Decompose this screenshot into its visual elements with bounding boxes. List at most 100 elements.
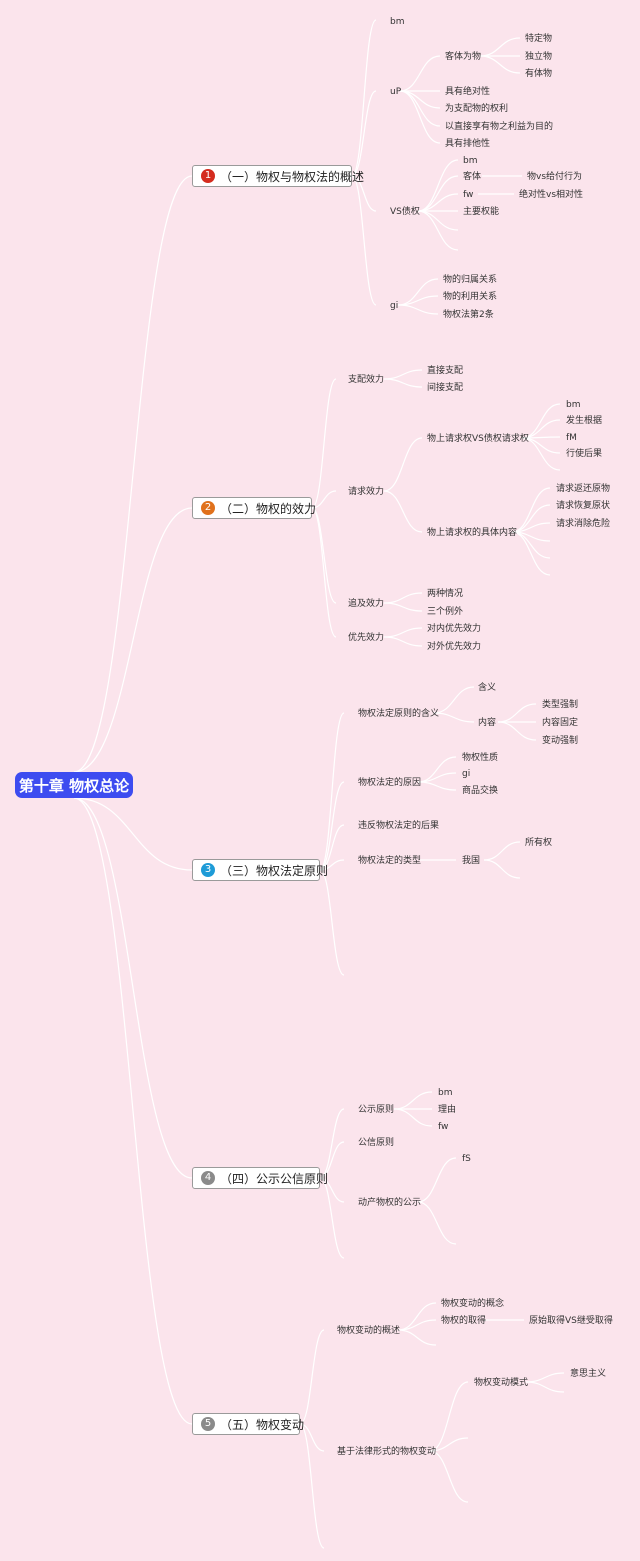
node-s1-vs[interactable]: VS债权 xyxy=(390,207,420,217)
node-s1-vs4[interactable]: 主要权能 xyxy=(463,207,500,217)
node-s5-jy[interactable]: 基于法律形式的物权变动 xyxy=(337,1447,437,1457)
connector-line-17 xyxy=(417,159,459,212)
node-s2-yx2[interactable]: 对外优先效力 xyxy=(427,642,482,652)
node-s2-qa1[interactable]: bm xyxy=(566,400,581,410)
badge-3-icon: 3 xyxy=(201,863,215,877)
node-s2-qa3[interactable]: fM xyxy=(566,433,577,443)
connector-line-44 xyxy=(511,531,551,542)
node-s1-gi[interactable]: gi xyxy=(390,301,399,311)
node-s2-zj[interactable]: 追及效力 xyxy=(348,599,385,609)
section-2-topic[interactable]: 2 （二）物权的效力 xyxy=(192,497,316,519)
node-s4-gs1[interactable]: bm xyxy=(438,1088,453,1098)
node-s1-vs3a[interactable]: 绝对性vs相对性 xyxy=(519,190,584,200)
node-s2-qq[interactable]: 请求效力 xyxy=(348,487,385,497)
node-s2-yx1[interactable]: 对内优先效力 xyxy=(427,624,482,634)
node-s5-gs2a[interactable]: 原始取得VS继受取得 xyxy=(529,1316,613,1326)
badge-5-icon: 5 xyxy=(201,1417,215,1431)
node-s5-jy1[interactable]: 物权变动模式 xyxy=(474,1378,529,1388)
connector-line-5 xyxy=(351,19,377,177)
node-s4-gs3[interactable]: fw xyxy=(438,1122,449,1132)
node-s1-kt3[interactable]: 有体物 xyxy=(525,69,553,79)
section-4-topic[interactable]: 4 （四）公示公信原则 xyxy=(192,1167,328,1189)
node-s4-dc[interactable]: 动产物权的公示 xyxy=(358,1198,422,1208)
node-s1-up2[interactable]: 具有绝对性 xyxy=(445,87,491,97)
section-1-label: （一）物权与物权法的概述 xyxy=(220,169,365,184)
node-s3-hy2a[interactable]: 类型强制 xyxy=(542,700,579,710)
section-5-topic[interactable]: 5 （五）物权变动 xyxy=(192,1413,304,1435)
node-s3-hy1[interactable]: 含义 xyxy=(478,683,497,693)
connector-line-2 xyxy=(73,797,193,871)
node-s2-zp1[interactable]: 直接支配 xyxy=(427,366,464,376)
node-s1-kt[interactable]: 客体为物 xyxy=(445,52,482,62)
connector-line-18 xyxy=(417,175,459,212)
node-s1-up[interactable]: uP xyxy=(390,87,402,97)
section-3-topic[interactable]: 3 （三）物权法定原则 xyxy=(192,859,328,881)
node-s2-qa[interactable]: 物上请求权VS债权请求权 xyxy=(427,434,529,444)
node-s2-qb[interactable]: 物上请求权的具体内容 xyxy=(427,528,518,538)
node-s3-hg[interactable]: 违反物权法定的后果 xyxy=(358,821,440,831)
root-topic[interactable]: 第十章 物权总论 xyxy=(15,772,133,798)
node-s1-kt1[interactable]: 特定物 xyxy=(525,34,553,44)
connector-line-11 xyxy=(399,90,441,109)
node-s3-yy[interactable]: 物权法定的原因 xyxy=(358,778,422,788)
connector-line-21 xyxy=(417,210,459,231)
node-s3-hy[interactable]: 物权法定原则的含义 xyxy=(358,709,440,719)
connector-line-78 xyxy=(299,1423,325,1549)
node-s3-yy1[interactable]: 物权性质 xyxy=(462,753,499,763)
node-s1-vs2[interactable]: 客体 xyxy=(463,172,482,182)
node-s4-dc1[interactable]: fS xyxy=(462,1154,471,1164)
connector-line-79 xyxy=(397,1302,437,1331)
node-s3-yy2[interactable]: gi xyxy=(462,769,471,779)
node-s2-zj1[interactable]: 两种情况 xyxy=(427,589,464,599)
connector-line-71 xyxy=(393,1091,433,1110)
node-s3-hy2c[interactable]: 变动强制 xyxy=(542,736,579,746)
node-s5-gs[interactable]: 物权变动的概述 xyxy=(337,1326,401,1336)
connector-line-3 xyxy=(73,797,193,1179)
node-s1-kt2[interactable]: 独立物 xyxy=(525,52,553,62)
connector-line-45 xyxy=(511,531,551,559)
node-s3-lx[interactable]: 物权法定的类型 xyxy=(358,856,422,866)
node-s3-hy2[interactable]: 内容 xyxy=(478,718,497,728)
node-s3-hy2b[interactable]: 内容固定 xyxy=(542,718,579,728)
node-s2-yx[interactable]: 优先效力 xyxy=(348,633,385,643)
connector-line-51 xyxy=(319,712,345,871)
node-s1-up3[interactable]: 为支配物的权利 xyxy=(445,104,509,114)
section-1-topic[interactable]: 1 （一）物权与物权法的概述 xyxy=(192,165,364,187)
node-s4-gx[interactable]: 公信原则 xyxy=(358,1138,395,1148)
section-2-label: （二）物权的效力 xyxy=(220,501,317,516)
connector-line-70 xyxy=(319,1177,345,1259)
node-s2-qa4[interactable]: 行使后果 xyxy=(566,449,603,459)
node-s5-jy1a[interactable]: 意思主义 xyxy=(570,1369,607,1379)
node-s1-bm[interactable]: bm xyxy=(390,17,405,27)
node-s2-qb1[interactable]: 请求返还原物 xyxy=(556,484,611,494)
node-s1-up4[interactable]: 以直接享有物之利益为目的 xyxy=(445,122,554,132)
connector-line-27 xyxy=(397,304,439,315)
node-s2-zp[interactable]: 支配效力 xyxy=(348,375,385,385)
node-s2-zp2[interactable]: 间接支配 xyxy=(427,383,464,393)
connector-line-34 xyxy=(383,437,423,492)
node-s1-vs1[interactable]: bm xyxy=(463,156,478,166)
node-s5-gs2[interactable]: 物权的取得 xyxy=(441,1316,487,1326)
node-s5-gs1[interactable]: 物权变动的概念 xyxy=(441,1299,505,1309)
node-s2-qa2[interactable]: 发生根据 xyxy=(566,416,603,426)
connector-line-14 xyxy=(479,37,521,57)
node-s4-gs[interactable]: 公示原则 xyxy=(358,1105,395,1115)
section-3-label: （三）物权法定原则 xyxy=(220,863,329,878)
connector-line-22 xyxy=(417,210,459,251)
node-s1-gi1[interactable]: 物的归属关系 xyxy=(443,275,498,285)
section-4-label: （四）公示公信原则 xyxy=(220,1171,329,1186)
node-s3-lx1[interactable]: 我国 xyxy=(462,856,481,866)
node-s3-yy3[interactable]: 商品交换 xyxy=(462,786,499,796)
node-s2-zj2[interactable]: 三个例外 xyxy=(427,607,464,617)
connector-line-62 xyxy=(417,772,457,783)
node-s4-gs2[interactable]: 理由 xyxy=(438,1105,457,1115)
node-s2-qb3[interactable]: 请求消除危险 xyxy=(556,519,611,529)
node-s1-up5[interactable]: 具有排他性 xyxy=(445,139,491,149)
node-s2-qb2[interactable]: 请求恢复原状 xyxy=(556,501,611,511)
node-s1-gi3[interactable]: 物权法第2条 xyxy=(443,310,494,320)
node-s1-gi2[interactable]: 物的利用关系 xyxy=(443,292,498,302)
node-s1-vs2a[interactable]: 物vs给付行为 xyxy=(527,172,583,182)
connector-line-6 xyxy=(351,90,377,177)
node-s1-vs3[interactable]: fw xyxy=(463,190,474,200)
node-s3-lx1a[interactable]: 所有权 xyxy=(525,838,553,848)
